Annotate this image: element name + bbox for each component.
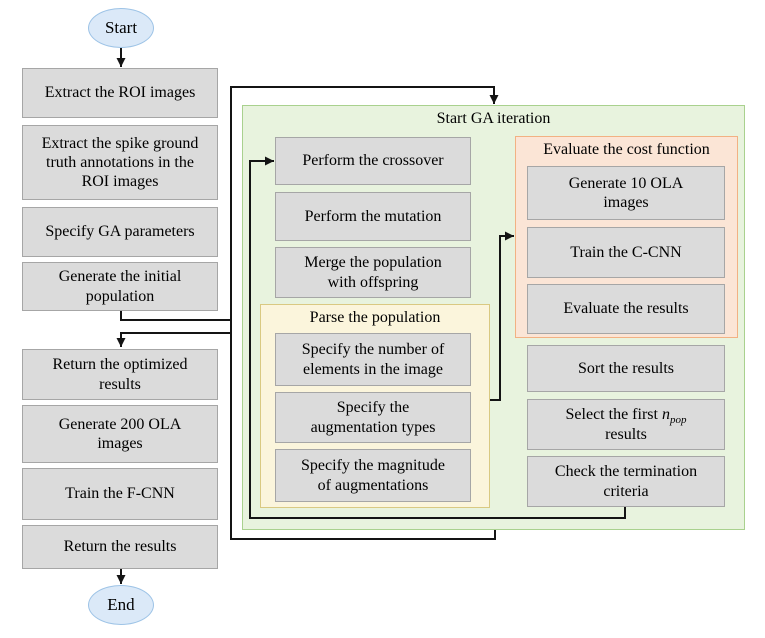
node-train-c-cnn-label: Train the C-CNN <box>570 243 682 261</box>
node-perform-mutation: Perform the mutation <box>275 192 471 241</box>
node-check-termination-label: Check the termination criteria <box>554 463 698 500</box>
node-train-f-cnn-label: Train the F-CNN <box>65 485 175 503</box>
node-extract-spike-annotations-label: Extract the spike ground truth annotatio… <box>41 134 199 191</box>
node-specify-augmentation-magnitude: Specify the magnitude of augmentations <box>275 449 471 502</box>
node-train-f-cnn: Train the F-CNN <box>22 468 218 520</box>
node-extract-roi: Extract the ROI images <box>22 68 218 118</box>
node-evaluate-results: Evaluate the results <box>527 284 725 334</box>
select-first-suffix: results <box>605 425 647 443</box>
node-merge-population-label: Merge the population with offspring <box>304 254 442 291</box>
npop-variable: npop <box>661 406 687 426</box>
node-extract-spike-annotations: Extract the spike ground truth annotatio… <box>22 125 218 200</box>
node-merge-population: Merge the population with offspring <box>275 247 471 298</box>
node-specify-augmentation-types-label: Specify the augmentation types <box>310 399 436 436</box>
node-return-optimized-results: Return the optimized results <box>22 349 218 400</box>
node-train-c-cnn: Train the C-CNN <box>527 227 725 278</box>
node-generate-200-ola-images-label: Generate 200 OLA images <box>58 415 182 452</box>
node-perform-crossover: Perform the crossover <box>275 137 471 185</box>
node-generate-initial-population-label: Generate the initial population <box>58 268 182 305</box>
panel-evaluate-cost-function-title: Evaluate the cost function <box>543 141 710 158</box>
panel-ga-iteration-title: Start GA iteration <box>436 110 551 127</box>
node-specify-number-elements-label: Specify the number of elements in the im… <box>301 341 445 378</box>
node-sort-results-label: Sort the results <box>578 359 674 377</box>
node-return-the-results: Return the results <box>22 525 218 569</box>
node-start: Start <box>88 8 154 48</box>
node-perform-mutation-label: Perform the mutation <box>304 207 442 225</box>
node-specify-augmentation-types: Specify the augmentation types <box>275 392 471 443</box>
node-generate-10-ola-images-label: Generate 10 OLA images <box>568 174 684 211</box>
panel-parse-population-title: Parse the population <box>309 309 441 326</box>
node-end: End <box>88 585 154 625</box>
select-first-prefix: Select the first <box>565 406 662 424</box>
node-end-label: End <box>107 594 135 614</box>
node-perform-crossover-label: Perform the crossover <box>302 152 444 170</box>
npop-subscript: pop <box>669 414 687 427</box>
node-evaluate-results-label: Evaluate the results <box>563 300 689 318</box>
node-generate-10-ola-images: Generate 10 OLA images <box>527 166 725 220</box>
node-specify-number-elements: Specify the number of elements in the im… <box>275 333 471 386</box>
node-sort-results: Sort the results <box>527 345 725 392</box>
node-specify-augmentation-magnitude-label: Specify the magnitude of augmentations <box>301 457 445 494</box>
node-specify-ga-parameters: Specify GA parameters <box>22 207 218 257</box>
node-return-the-results-label: Return the results <box>63 538 177 556</box>
node-return-optimized-results-label: Return the optimized results <box>52 356 188 393</box>
node-check-termination: Check the termination criteria <box>527 456 725 507</box>
node-select-first-npop: Select the first npop results <box>527 399 725 450</box>
node-extract-roi-label: Extract the ROI images <box>44 84 196 102</box>
node-select-first-npop-label: Select the first npop results <box>566 405 687 443</box>
npop-symbol: n <box>661 406 670 424</box>
node-generate-initial-population: Generate the initial population <box>22 262 218 311</box>
node-specify-ga-parameters-label: Specify GA parameters <box>45 223 195 241</box>
node-generate-200-ola-images: Generate 200 OLA images <box>22 405 218 463</box>
node-start-label: Start <box>104 17 138 37</box>
